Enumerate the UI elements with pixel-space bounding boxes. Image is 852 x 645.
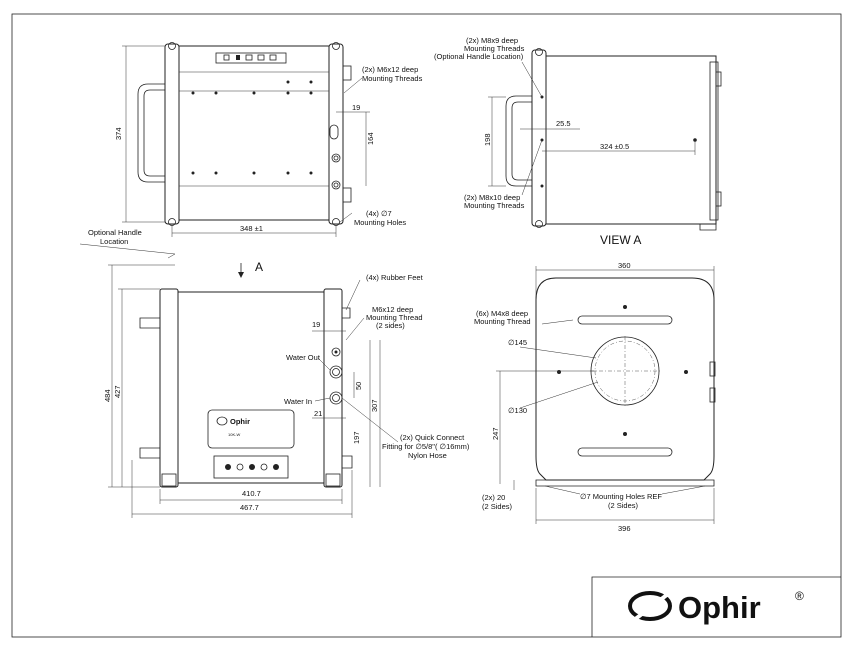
view-a-callout-bot-2: Mounting Threads	[464, 201, 525, 210]
dim-427: 427	[113, 385, 122, 398]
dim-164: 164	[366, 132, 375, 145]
ophir-logo-icon	[628, 591, 672, 621]
dim-20-1: (2x) 20	[482, 493, 505, 502]
dim-19-top: 19	[352, 103, 360, 112]
top-thread-callout-2: Mounting Threads	[362, 74, 423, 83]
dim-20-2: (2 Sides)	[482, 502, 513, 511]
brand-logo: Ophir ®	[628, 589, 804, 625]
view-a: 198 25.5 324 ±0.5 (2x) M8x9 deep Mountin…	[434, 36, 722, 247]
side-view: 360 (6x) M4x8 deep Mounting Thread ∅145 …	[474, 261, 716, 533]
dim-467-7: 467.7	[240, 503, 259, 512]
dim-484: 484	[103, 389, 112, 402]
sheet-border	[11, 13, 842, 638]
view-a-callout-top-2: Mounting Threads	[464, 44, 525, 53]
qc-label-2: Fitting for ∅5/8"( ∅16mm)	[382, 442, 470, 451]
dim-374: 374	[114, 127, 123, 140]
brand-name: Ophir	[678, 590, 761, 625]
front-thread-2: Mounting Thread	[366, 313, 423, 322]
dim-130: ∅130	[508, 406, 527, 415]
front-view: A Ophir 10K-W Water Out Water In 484 427	[103, 260, 470, 518]
side-thread-1: (6x) M4x8 deep	[476, 309, 528, 318]
dim-247: 247	[491, 427, 500, 440]
dim-348: 348 ±1	[240, 224, 263, 233]
top-thread-callout-1: (2x) M6x12 deep	[362, 65, 418, 74]
top-view-left-rail	[164, 43, 180, 225]
dim-396: 396	[618, 524, 631, 533]
side-holes-1: ∅7 Mounting Holes REF	[580, 492, 662, 501]
dim-19-front: 19	[312, 320, 320, 329]
dim-197: 197	[352, 431, 361, 444]
dim-410-7: 410.7	[242, 489, 261, 498]
handle-label-1: Optional Handle	[88, 228, 142, 237]
dim-50: 50	[354, 382, 363, 390]
front-thread-1: M6x12 deep	[372, 305, 413, 314]
top-view: 374 348 ±1 19 164 (2x) M6x12 deep Mounti…	[79, 42, 423, 259]
dim-25-5: 25.5	[556, 119, 571, 128]
dim-21: 21	[314, 409, 322, 418]
handle-label-2: Location	[100, 237, 128, 246]
view-a-title: VIEW A	[600, 233, 641, 247]
dim-198: 198	[483, 133, 492, 146]
water-in-label: Water In	[284, 397, 312, 406]
side-holes-2: (2 Sides)	[608, 501, 639, 510]
front-thread-3: (2 sides)	[376, 321, 405, 330]
top-holes-callout-1: (4x) ∅7	[366, 209, 392, 218]
title-block	[591, 576, 841, 637]
view-a-callout-bot-1: (2x) M8x10 deep	[464, 193, 520, 202]
qc-label-1: (2x) Quick Connect	[400, 433, 465, 442]
rubber-feet-label: (4x) Rubber Feet	[366, 273, 424, 282]
view-arrow-label: A	[255, 260, 263, 274]
front-model: 10K-W	[228, 432, 240, 437]
front-nameplate	[207, 409, 295, 449]
dim-324: 324 ±0.5	[600, 142, 629, 151]
top-holes-callout-2: Mounting Holes	[354, 218, 406, 227]
qc-label-3: Nylon Hose	[408, 451, 447, 460]
dim-307: 307	[370, 399, 379, 412]
top-view-handle	[137, 83, 165, 183]
side-thread-2: Mounting Thread	[474, 317, 531, 326]
dim-145: ∅145	[508, 338, 527, 347]
front-brand: Ophir	[230, 417, 250, 426]
top-view-right-rail	[328, 43, 344, 225]
water-out-label: Water Out	[286, 353, 321, 362]
view-a-callout-top-3: (Optional Handle Location)	[434, 52, 524, 61]
view-a-callout-top-1: (2x) M8x9 deep	[466, 36, 518, 45]
brand-registered-mark: ®	[795, 589, 804, 603]
dim-360: 360	[618, 261, 631, 270]
